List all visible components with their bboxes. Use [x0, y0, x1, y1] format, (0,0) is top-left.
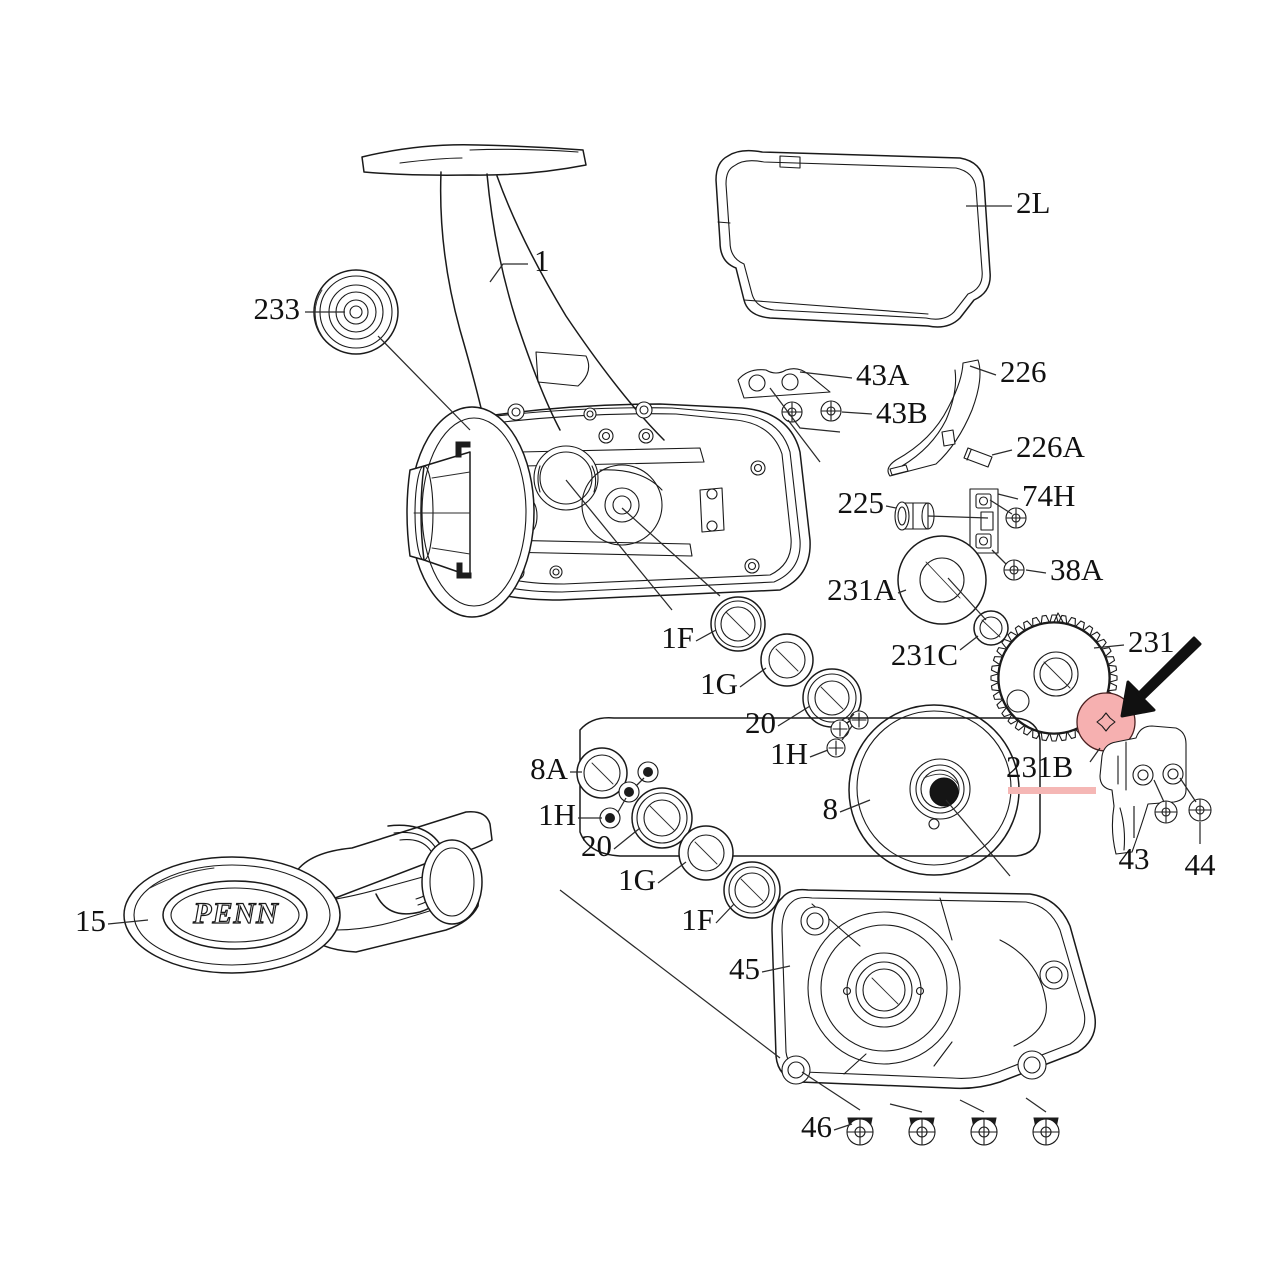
part-231A-washer [897, 535, 987, 625]
part-43B-screws [781, 400, 842, 423]
label-1H-upper: 1H [770, 736, 808, 771]
part-labels: 233 1 2L 43A 43B 226 226A 225 74H 38A 23… [75, 185, 1216, 1144]
part-225-bushing [894, 501, 935, 531]
label-1: 1 [534, 243, 550, 278]
label-43B: 43B [876, 395, 928, 430]
part-43A-plate [737, 368, 831, 399]
label-74H: 74H [1022, 478, 1075, 513]
label-8: 8 [823, 791, 839, 826]
part-45-side-cover [771, 888, 1096, 1090]
label-2L: 2L [1016, 185, 1050, 220]
part-38A-screw [1003, 507, 1027, 581]
upper-bearing-stack [710, 596, 869, 758]
part-8-drive-gear [848, 704, 1020, 876]
label-8A: 8A [530, 751, 569, 786]
part-2L-gasket [715, 149, 991, 328]
part-46-screws [846, 1117, 1060, 1146]
part-15-handle-knob: PENN [123, 811, 493, 974]
label-44: 44 [1185, 847, 1217, 882]
label-1G-lower: 1G [618, 862, 656, 897]
label-1F-upper: 1F [661, 620, 694, 655]
label-1F-lower: 1F [681, 902, 714, 937]
label-43A: 43A [856, 357, 910, 392]
label-231B: 231B [1006, 749, 1073, 784]
part-231C-ring [973, 610, 1009, 646]
label-43: 43 [1119, 841, 1150, 876]
highlight-underline [1008, 787, 1096, 794]
label-231A: 231A [827, 572, 897, 607]
leader-lines [107, 205, 1201, 1131]
label-231: 231 [1128, 624, 1175, 659]
label-226A: 226A [1016, 429, 1086, 464]
part-43-lever [1099, 725, 1187, 855]
label-38A: 38A [1050, 552, 1104, 587]
lower-bearing-stack [576, 747, 781, 919]
label-233: 233 [254, 291, 301, 326]
label-46: 46 [801, 1109, 832, 1144]
part-1-body-frame [361, 144, 811, 618]
label-15: 15 [75, 903, 106, 938]
penn-logo-text: PENN [192, 897, 279, 930]
label-20-upper: 20 [745, 705, 776, 740]
part-226-lever [887, 359, 981, 477]
label-20-lower: 20 [581, 828, 612, 863]
label-45: 45 [729, 951, 760, 986]
label-1H-lower: 1H [538, 797, 576, 832]
part-44-screws [1154, 798, 1212, 824]
part-226A-screw [963, 447, 993, 468]
label-231C: 231C [891, 637, 958, 672]
pointer-arrow [1120, 636, 1202, 718]
part-74H-bracket [969, 488, 999, 554]
label-1G-upper: 1G [700, 666, 738, 701]
label-225: 225 [838, 485, 885, 520]
gear-housing-outline [579, 717, 1041, 857]
part-233-cap [313, 269, 399, 355]
label-226: 226 [1000, 354, 1047, 389]
